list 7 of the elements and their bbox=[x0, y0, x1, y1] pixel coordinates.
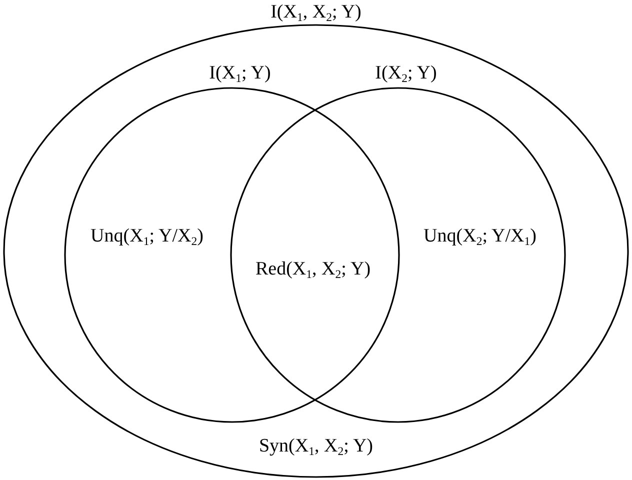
region-label: Syn(X$_{1}$, X$_{2}$; Y) bbox=[259, 436, 373, 458]
region-label: Unq(X$_{2}$; Y/X$_{1}$) bbox=[424, 226, 536, 248]
set-label: I(X$_{1}$, X$_{2}$; Y) bbox=[270, 2, 362, 24]
set-label: I(X$_{2}$; Y) bbox=[375, 63, 437, 85]
region-label: Red(X$_{1}$, X$_{2}$; Y) bbox=[255, 259, 371, 281]
region-label: Unq(X$_{1}$; Y/X$_{2}$) bbox=[90, 226, 204, 248]
set-label: I(X$_{1}$; Y) bbox=[209, 63, 271, 85]
